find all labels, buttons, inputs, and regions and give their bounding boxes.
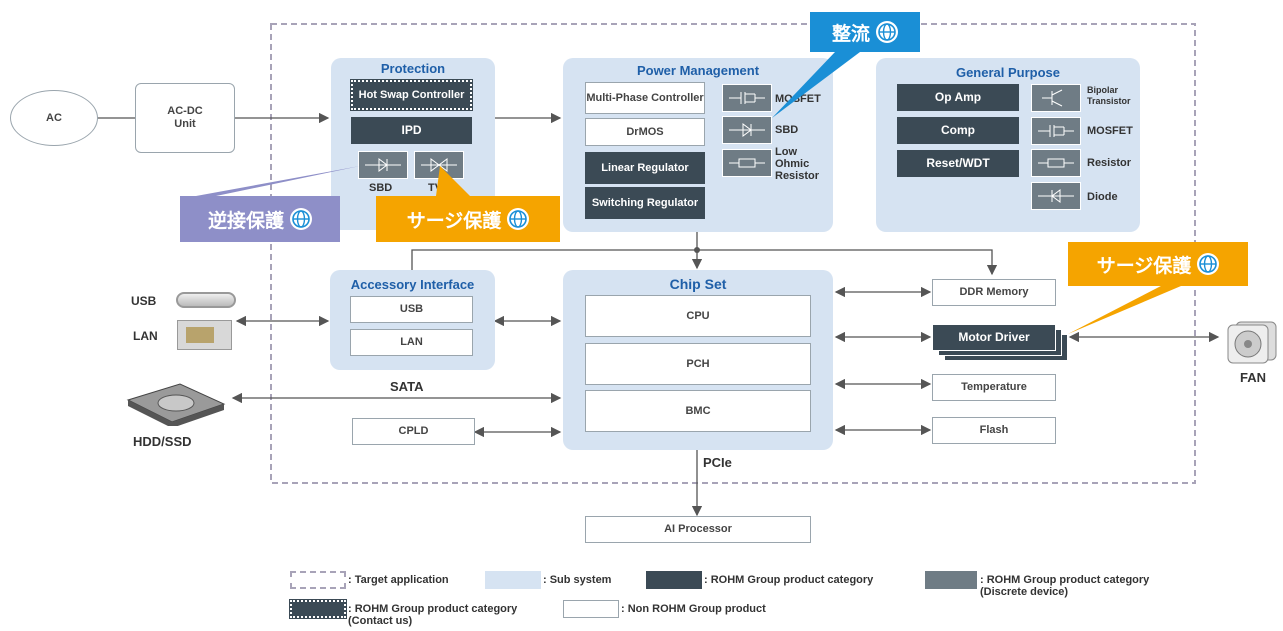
acdc-label: AC-DC Unit [167, 105, 203, 130]
power-mosfet-label: MOSFET [775, 93, 821, 105]
accessory-usb: USB [350, 296, 473, 323]
protection-title: Protection [380, 61, 446, 76]
legend-contact-swatch [289, 599, 347, 619]
drmos-block: DrMOS [585, 118, 705, 146]
legend-non-label: : Non ROHM Group product [621, 603, 766, 615]
sata-label: SATA [390, 379, 424, 394]
diode-icon [1038, 189, 1074, 203]
protection-sbd-symbol [358, 151, 408, 179]
power-resistor-label: Low Ohmic Resistor [775, 146, 820, 182]
switching-regulator: Switching Regulator [585, 187, 705, 219]
fan-icon [1222, 320, 1280, 364]
motor-driver: Motor Driver [932, 324, 1056, 351]
bipolar-symbol [1031, 84, 1081, 112]
mosfet-icon [1038, 125, 1074, 137]
linear-regulator: Linear Regulator [585, 152, 705, 184]
legend-sub-label: : Sub system [543, 574, 612, 586]
legend-rohm-label: : ROHM Group product category [704, 574, 874, 586]
pch-block: PCH [585, 343, 811, 385]
ac-source: AC [10, 90, 98, 146]
pcie-label: PCIe [703, 455, 732, 470]
external-lan-label: LAN [133, 329, 158, 343]
hotswap-controller: Hot Swap Controller [350, 79, 473, 111]
globe-icon[interactable] [507, 208, 530, 230]
mosfet-icon [729, 92, 765, 104]
globe-icon[interactable] [290, 208, 312, 230]
accessory-title: Accessory Interface [350, 277, 475, 292]
callout-rectification: 整流 [810, 12, 920, 52]
callout-reverse-protection: 逆接保護 [180, 196, 340, 242]
callout-surge-protection-1: サージ保護 [376, 196, 560, 242]
comp-block: Comp [897, 117, 1019, 144]
legend-target-label: : Target application [348, 574, 449, 586]
temperature-block: Temperature [932, 374, 1056, 401]
gp-resistor-symbol [1031, 149, 1081, 177]
protection-tvs-symbol [414, 151, 464, 179]
diode-icon [365, 158, 401, 172]
gp-resistor-label: Resistor [1087, 157, 1132, 169]
usb-connector-icon [176, 292, 236, 308]
cpu-block: CPU [585, 295, 811, 337]
legend-rohm-swatch [646, 571, 702, 589]
external-fan-label: FAN [1240, 370, 1266, 385]
gp-bipolar-label: Bipolar Transistor [1087, 85, 1131, 106]
chipset-title: Chip Set [669, 276, 727, 292]
bmc-block: BMC [585, 390, 811, 432]
flash-block: Flash [932, 417, 1056, 444]
power-title: Power Management [636, 63, 760, 78]
gp-mosfet-symbol [1031, 117, 1081, 145]
tvs-diode-icon [421, 158, 457, 172]
gp-diode-label: Diode [1087, 191, 1118, 203]
resistor-icon [729, 158, 765, 168]
legend-discrete-swatch [925, 571, 977, 589]
diode-icon [729, 123, 765, 137]
legend-contact-label: : ROHM Group product category (Contact u… [348, 603, 518, 627]
bipolar-transistor-icon [1042, 89, 1063, 107]
external-hdd-label: HDD/SSD [133, 434, 192, 449]
lan-port-icon [177, 320, 232, 350]
ipd-block: IPD [351, 117, 472, 144]
resistor-icon [1038, 158, 1074, 168]
hdd-icon [120, 380, 230, 428]
accessory-lan: LAN [350, 329, 473, 356]
protection-sbd-label: SBD [369, 182, 393, 194]
legend-non-swatch [563, 600, 619, 618]
gp-diode-symbol [1031, 182, 1081, 210]
gp-mosfet-label: MOSFET [1087, 125, 1133, 137]
opamp-block: Op Amp [897, 84, 1019, 111]
power-resistor-symbol [722, 149, 772, 177]
chipset-subsystem: Chip Set CPU PCH BMC [563, 270, 833, 450]
multiphase-controller: Multi-Phase Controller [585, 82, 705, 114]
power-sbd-symbol [722, 116, 772, 144]
accessory-interface-subsystem: Accessory Interface USB LAN [330, 270, 495, 370]
callout-surge-protection-2: サージ保護 [1068, 242, 1248, 286]
ac-label: AC [46, 111, 62, 124]
power-management-subsystem: Power Management Multi-Phase Controller … [563, 58, 833, 232]
external-usb-label: USB [131, 294, 157, 308]
globe-icon[interactable] [876, 21, 898, 43]
ai-processor: AI Processor [585, 516, 811, 543]
reset-wdt-block: Reset/WDT [897, 150, 1019, 177]
legend-sub-swatch [485, 571, 541, 589]
general-purpose-subsystem: General Purpose Op Amp Comp Reset/WDT Bi… [876, 58, 1140, 232]
legend-target-swatch [290, 571, 346, 589]
legend-discrete-label: : ROHM Group product category (Discrete … [980, 574, 1150, 598]
general-title: General Purpose [955, 65, 1061, 80]
ddr-memory: DDR Memory [932, 279, 1056, 306]
power-sbd-label: SBD [775, 124, 799, 136]
globe-icon[interactable] [1197, 253, 1220, 275]
power-mosfet-symbol [722, 84, 772, 112]
cpld-block: CPLD [352, 418, 475, 445]
acdc-unit: AC-DC Unit [135, 83, 235, 153]
